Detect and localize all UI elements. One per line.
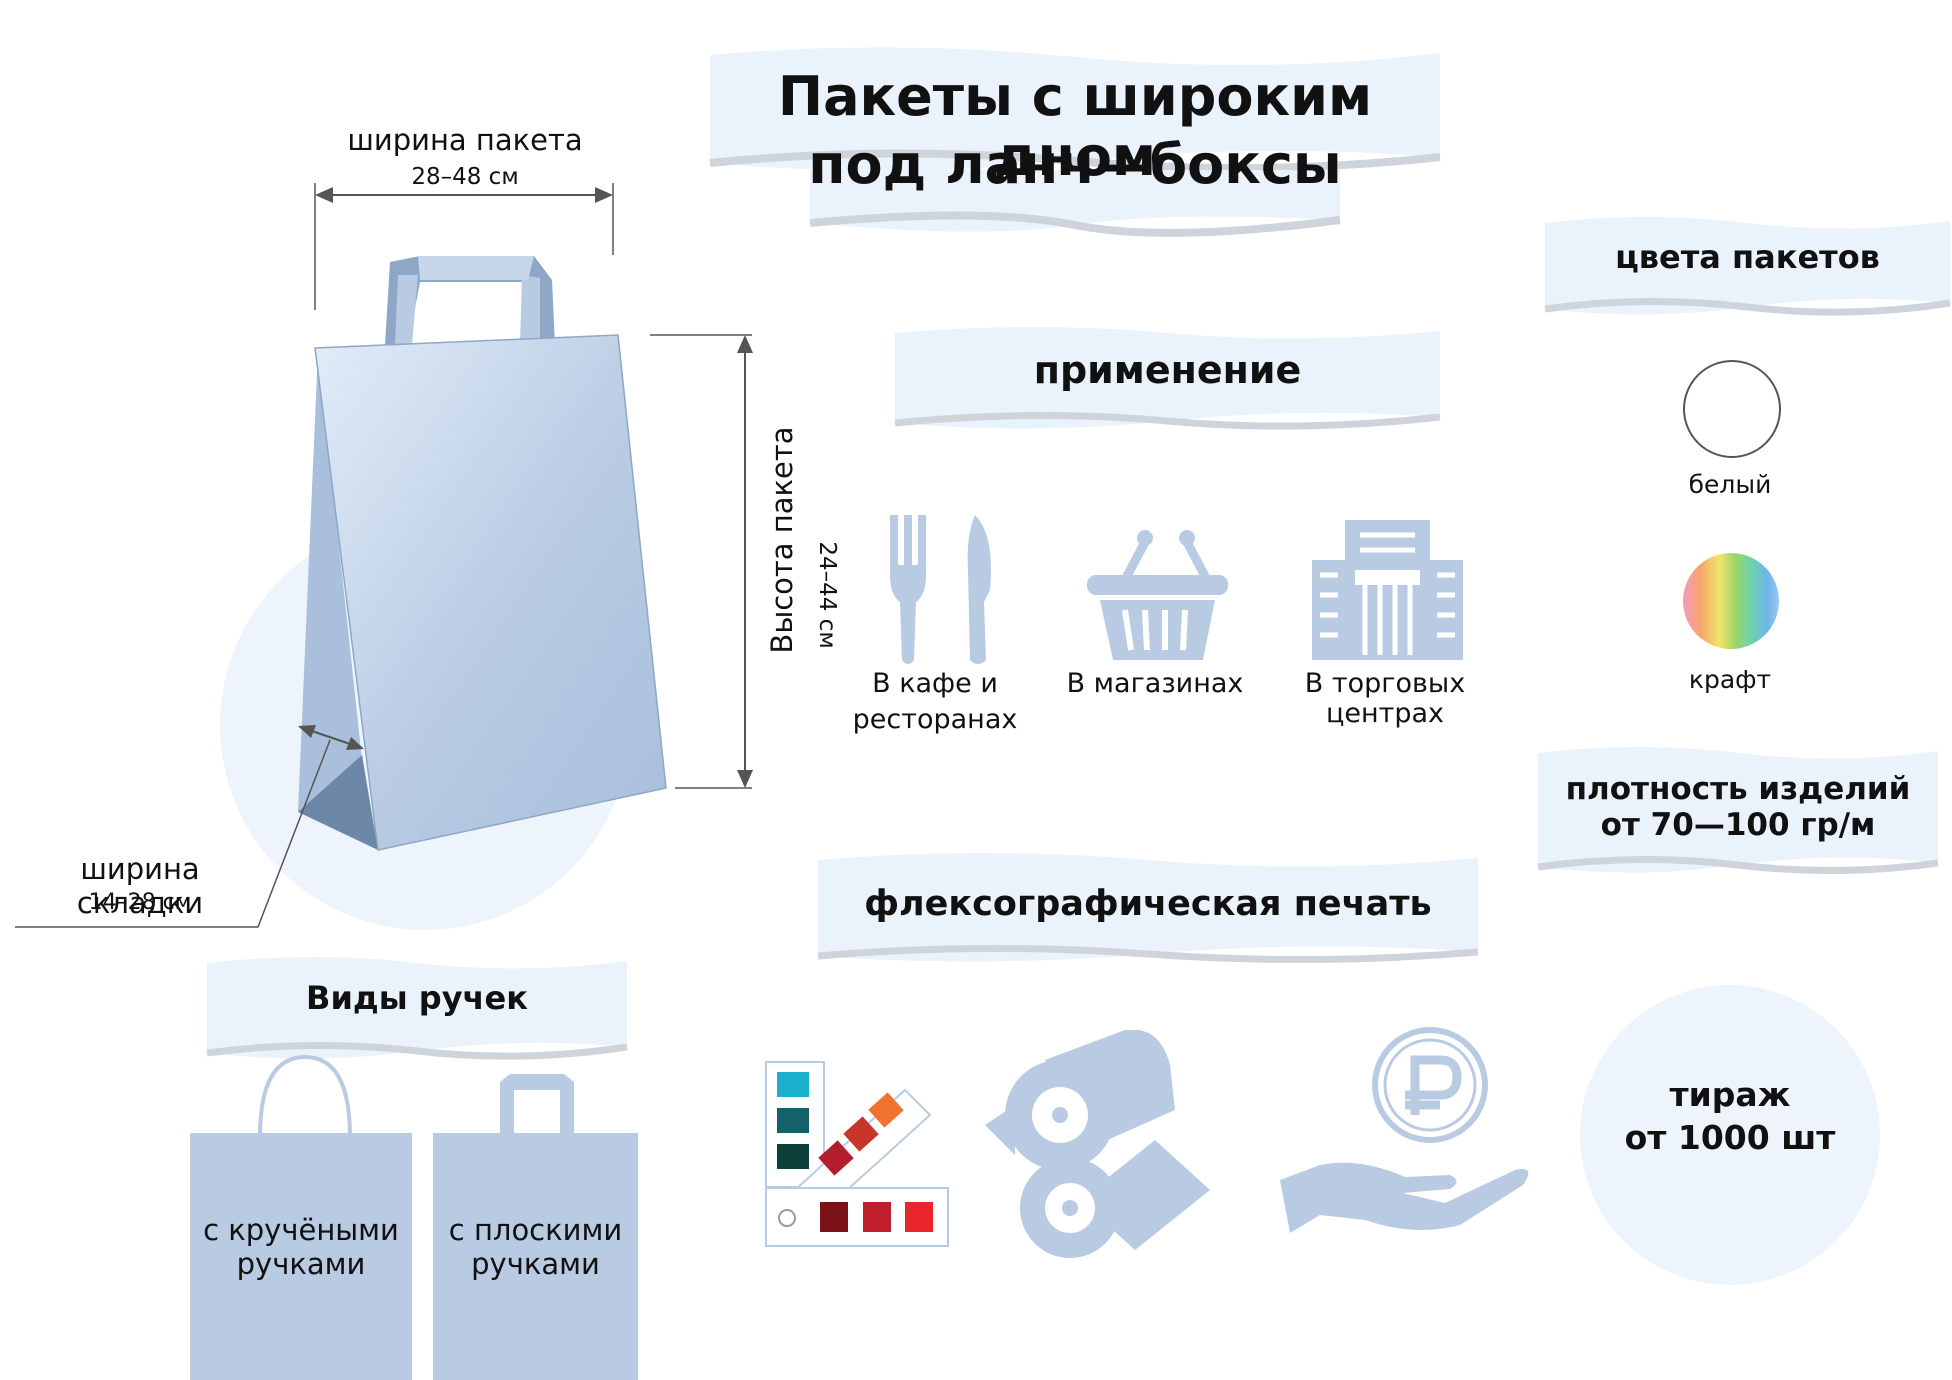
color-palette-icon [765, 1061, 949, 1247]
height-label: Высота пакета [765, 426, 799, 654]
white-swatch-label: белый [1688, 470, 1772, 499]
handles-heading: Виды ручек [306, 979, 528, 1017]
application-item-cafe-line2: ресторанах [852, 704, 1018, 735]
printing-ribbon-shape [817, 853, 1479, 964]
fold-label: ширина складки [76, 852, 204, 920]
handles-ribbon-shape [206, 957, 628, 1060]
title-ribbon: Пакеты с широким дном под ланч—боксы [709, 45, 1441, 240]
twisted-handles-bag: с кручёными ручками [190, 1133, 412, 1380]
fold-value: 14–28 см [88, 890, 192, 915]
application-item-mall-line2: центрах [1325, 698, 1445, 729]
density-line2: от 70—100 гр/м [1600, 807, 1876, 843]
circulation-line1: тираж [1669, 1075, 1791, 1114]
kraft-swatch [1683, 553, 1779, 649]
ruble-hand-icon [1280, 1027, 1529, 1233]
width-value: 28–48 см [411, 164, 519, 190]
handles-ribbon: Виды ручек [206, 955, 628, 1065]
colors-heading: цвета пакетов [1615, 238, 1880, 276]
flat-handles-bag: с плоскими ручками [433, 1133, 638, 1380]
colors-ribbon: цвета пакетов [1544, 215, 1951, 325]
shopping-basket-icon [1087, 530, 1228, 660]
width-label: ширина пакета [347, 123, 583, 157]
flat-handles-line1: с плоскими [448, 1213, 623, 1247]
printing-heading: флексографическая печать [864, 884, 1432, 924]
twisted-handle-icon [258, 1054, 352, 1138]
twisted-handles-line1: с кручёными [203, 1213, 399, 1247]
circulation-circle [1580, 985, 1880, 1285]
circulation-line2: от 1000 шт [1624, 1118, 1836, 1157]
application-item-shops-line1: В магазинах [1066, 668, 1244, 699]
application-heading: применение [1033, 348, 1302, 392]
paper-rolls-icon [985, 1030, 1210, 1258]
colors-ribbon-shape [1544, 217, 1951, 316]
fork-knife-icon [890, 515, 991, 664]
application-ribbon-shape [894, 327, 1441, 430]
application-item-cafe-line1: В кафе и [872, 668, 998, 699]
white-swatch [1683, 360, 1781, 458]
flat-handle-icon [500, 1074, 574, 1137]
application-item-mall-line1: В торговых [1304, 668, 1466, 699]
application-ribbon: применение [894, 325, 1441, 435]
density-ribbon-shape [1537, 747, 1939, 875]
density-ribbon: плотность изделий от 70—100 гр/м [1537, 745, 1939, 885]
density-line1: плотность изделий [1565, 771, 1911, 807]
title-ribbon-shape [709, 47, 1441, 237]
title-line1: Пакеты с широким дном [777, 65, 1373, 188]
twisted-handles-line2: ручками [236, 1247, 366, 1281]
title-line2: под ланч—боксы [808, 133, 1342, 196]
printing-ribbon: флексографическая печать [817, 850, 1479, 970]
height-value: 24–44 см [814, 541, 840, 649]
flat-handles-line2: ручками [471, 1247, 600, 1281]
mall-building-icon [1312, 520, 1463, 660]
kraft-swatch-label: крафт [1688, 665, 1772, 694]
